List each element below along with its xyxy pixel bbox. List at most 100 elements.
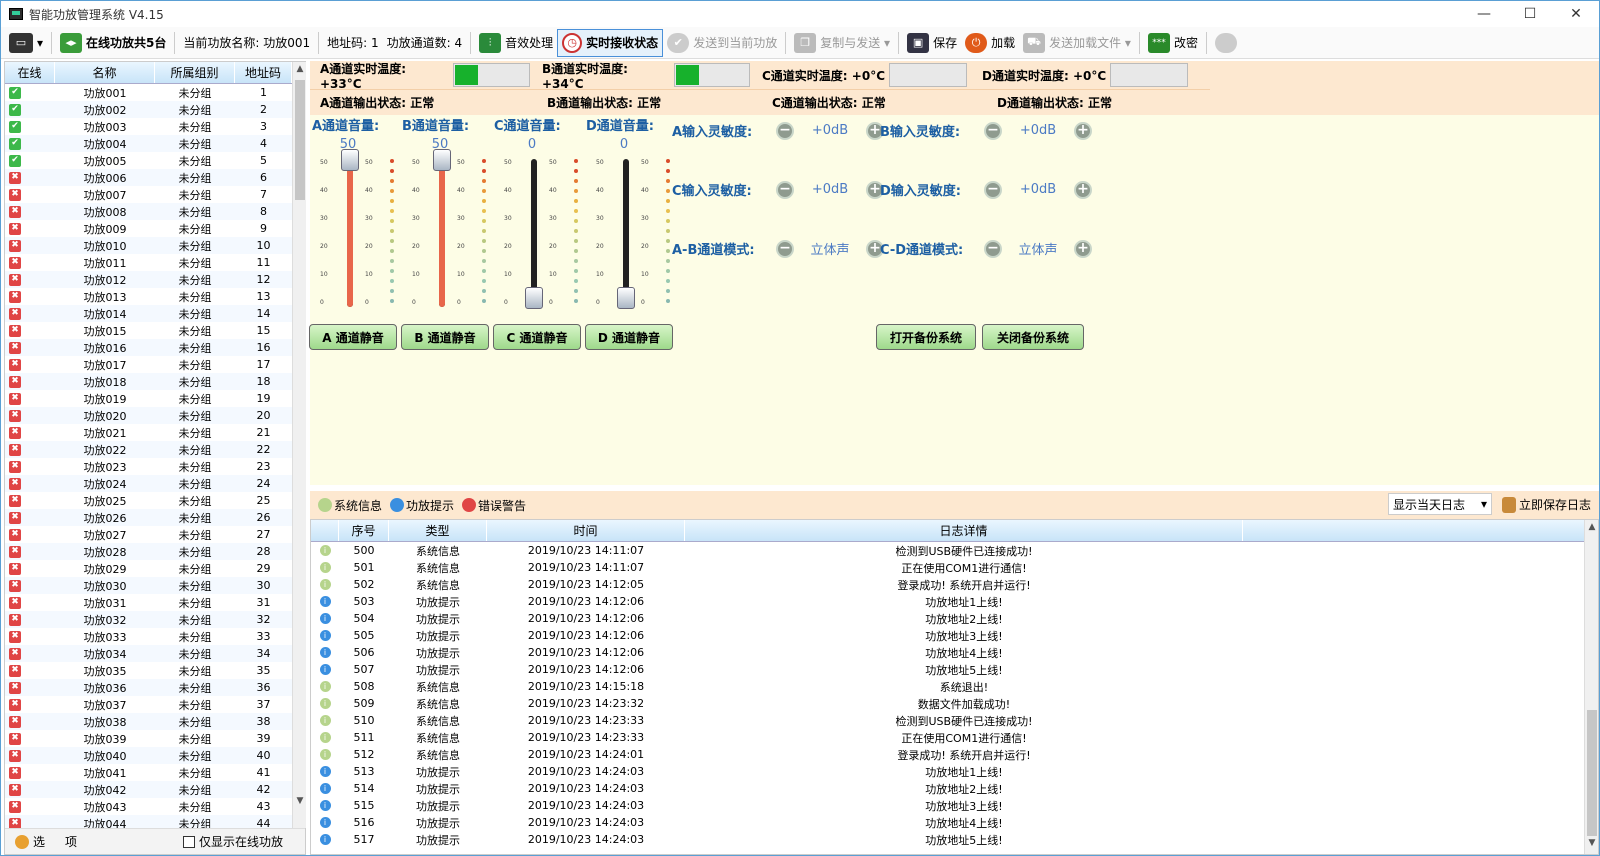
volume-slider[interactable] (347, 159, 353, 307)
scroll-down-icon[interactable]: ▼ (296, 796, 304, 806)
minus-icon[interactable]: − (776, 239, 794, 258)
header-type[interactable]: 类型 (389, 520, 487, 541)
scroll-thumb[interactable] (1587, 710, 1597, 836)
open-backup-button[interactable]: 打开备份系统 (876, 324, 976, 350)
volume-knob[interactable] (525, 287, 543, 309)
close-button[interactable]: ✕ (1570, 6, 1582, 22)
scroll-up-icon[interactable]: ▲ (1588, 522, 1596, 532)
header-group[interactable]: 所属组别 (155, 62, 235, 83)
mute-channel-d-button[interactable]: D 通道静音 (585, 324, 673, 350)
online-only-checkbox[interactable]: 仅显示在线功放 (183, 833, 283, 850)
minimize-button[interactable]: — (1477, 6, 1491, 22)
log-filter-select[interactable]: 显示当天日志▾ (1388, 493, 1492, 515)
minus-icon[interactable]: − (984, 180, 1002, 199)
online-amplifier-count[interactable]: ◂▸在线功放共5台 (56, 29, 170, 57)
plus-icon[interactable]: + (866, 121, 884, 140)
volume-slider[interactable] (439, 159, 445, 307)
header-name[interactable]: 名称 (55, 62, 155, 83)
checkbox-icon[interactable] (183, 835, 196, 848)
volume-knob[interactable] (433, 149, 451, 171)
load-button[interactable]: ⏻加载 (961, 29, 1019, 57)
sound-effect-button[interactable]: ⫶音效处理 (475, 29, 557, 57)
realtime-status-button[interactable]: ◷实时接收状态 (557, 28, 664, 57)
list-scrollbar[interactable]: ▲ ▼ (292, 62, 306, 828)
mute-channel-a-button[interactable]: A 通道静音 (309, 324, 397, 350)
header-no[interactable]: 序号 (339, 520, 389, 541)
scroll-up-icon[interactable]: ▲ (296, 64, 304, 74)
plus-icon[interactable]: + (1074, 121, 1092, 140)
save-log-button[interactable]: 立即保存日志 (1502, 496, 1591, 513)
minus-icon[interactable]: − (984, 239, 1002, 258)
footer-select-label[interactable]: 选 (33, 835, 46, 849)
plus-icon[interactable]: + (1074, 180, 1092, 199)
plus-icon[interactable]: + (1074, 239, 1092, 258)
header-online[interactable]: 在线 (5, 62, 55, 83)
minus-icon[interactable]: − (984, 121, 1002, 140)
minus-icon[interactable]: − (776, 180, 794, 199)
scroll-thumb[interactable] (295, 80, 305, 200)
header-address[interactable]: 地址码 (235, 62, 292, 83)
mute-channel-b-button[interactable]: B 通道静音 (401, 324, 489, 350)
log-scrollbar[interactable]: ▲ ▼ (1584, 520, 1598, 854)
extra-button[interactable] (1211, 29, 1245, 57)
maximize-button[interactable]: ☐ (1523, 6, 1537, 22)
save-button[interactable]: ▣保存 (903, 29, 961, 57)
send-to-current-button[interactable]: ✔发送到当前功放 (663, 29, 781, 57)
change-password-button[interactable]: ***改密 (1144, 29, 1202, 57)
volume-knob[interactable] (617, 287, 635, 309)
volume-slider[interactable] (623, 159, 629, 307)
minus-icon[interactable]: − (776, 121, 794, 140)
header-time[interactable]: 时间 (487, 520, 685, 541)
close-backup-button[interactable]: 关闭备份系统 (982, 324, 1084, 350)
send-load-file-button[interactable]: ⛟发送加载文件 ▾ (1019, 29, 1135, 57)
footer-item-label[interactable]: 项 (65, 835, 78, 849)
